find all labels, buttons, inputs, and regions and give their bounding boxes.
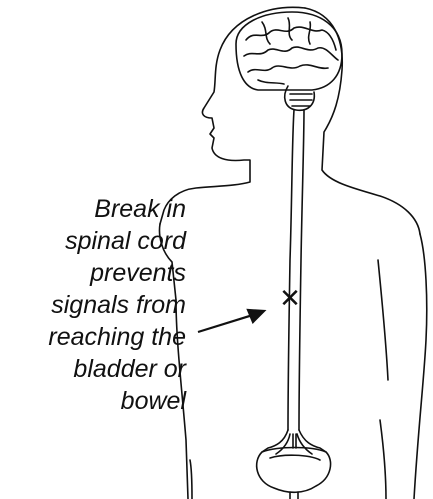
caption-line: reaching the bbox=[0, 321, 186, 353]
pointer-arrow-shaft bbox=[198, 314, 256, 332]
caption-line: spinal cord bbox=[0, 225, 186, 257]
spinal-cord-right bbox=[299, 110, 304, 430]
break-marker-icon: ✕ bbox=[279, 285, 301, 313]
caption-line: bowel bbox=[0, 385, 186, 417]
diagram-caption: Break in spinal cord prevents signals fr… bbox=[0, 193, 186, 417]
head-outline bbox=[160, 7, 305, 224]
brain-fold bbox=[244, 47, 338, 60]
cerebellum-fold bbox=[290, 94, 312, 106]
right-arm-outline bbox=[378, 260, 388, 380]
nerve-root bbox=[293, 434, 296, 448]
bladder-inner bbox=[270, 455, 320, 460]
back-of-head-outline bbox=[305, 8, 420, 234]
pointer-arrow-head bbox=[248, 310, 264, 322]
caption-line: signals from bbox=[0, 289, 186, 321]
caption-line: Break in bbox=[0, 193, 186, 225]
right-hip-outline bbox=[380, 420, 386, 499]
left-hip-outline bbox=[190, 460, 192, 499]
right-torso-outline bbox=[414, 234, 427, 499]
caption-line: bladder or bbox=[0, 353, 186, 385]
brain-fold bbox=[248, 65, 328, 72]
caption-line: prevents bbox=[0, 257, 186, 289]
bladder-outline bbox=[257, 448, 331, 493]
spinal-cord-left bbox=[288, 110, 294, 430]
